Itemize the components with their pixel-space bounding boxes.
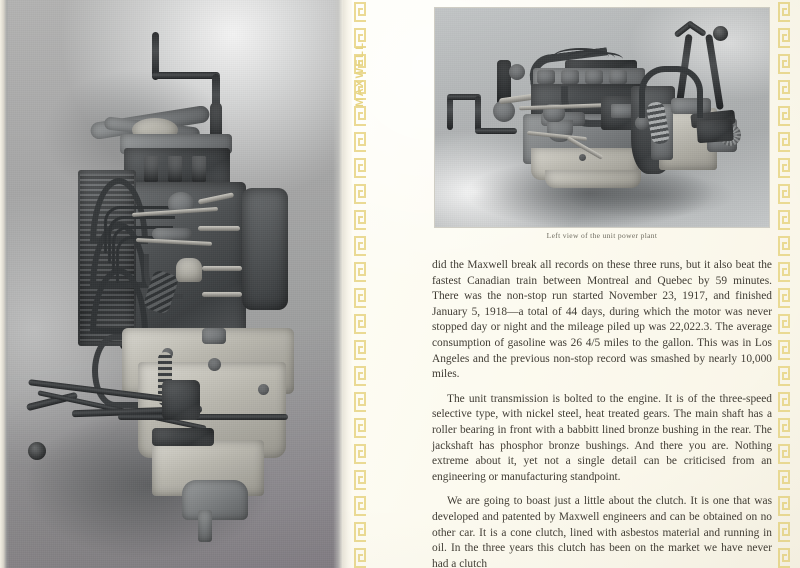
unit-power-plant-photograph	[434, 7, 770, 228]
page-gutter-fade-left	[333, 0, 343, 568]
book-gutter	[343, 0, 352, 568]
paragraph-2: The unit transmission is bolted to the e…	[432, 392, 772, 483]
page-left-edge-fade	[0, 0, 9, 568]
left-page-photograph	[0, 0, 343, 568]
greek-key-border-right	[776, 0, 793, 568]
paragraph-1: did the Maxwell break all records on the…	[432, 259, 772, 381]
photo-grain-overlay-right	[435, 8, 769, 227]
photo-grain-overlay	[0, 0, 343, 568]
right-page: MAXWELL	[352, 0, 800, 568]
body-text-column: did the Maxwell break all records on the…	[432, 258, 772, 568]
photo-caption: Left view of the unit power plant	[546, 231, 658, 240]
paragraph-3: We are going to boast just a little abou…	[432, 495, 772, 568]
engine-left-view-illustration	[435, 8, 769, 227]
engine-front-view-illustration	[12, 10, 332, 560]
greek-key-border-left	[352, 0, 369, 568]
